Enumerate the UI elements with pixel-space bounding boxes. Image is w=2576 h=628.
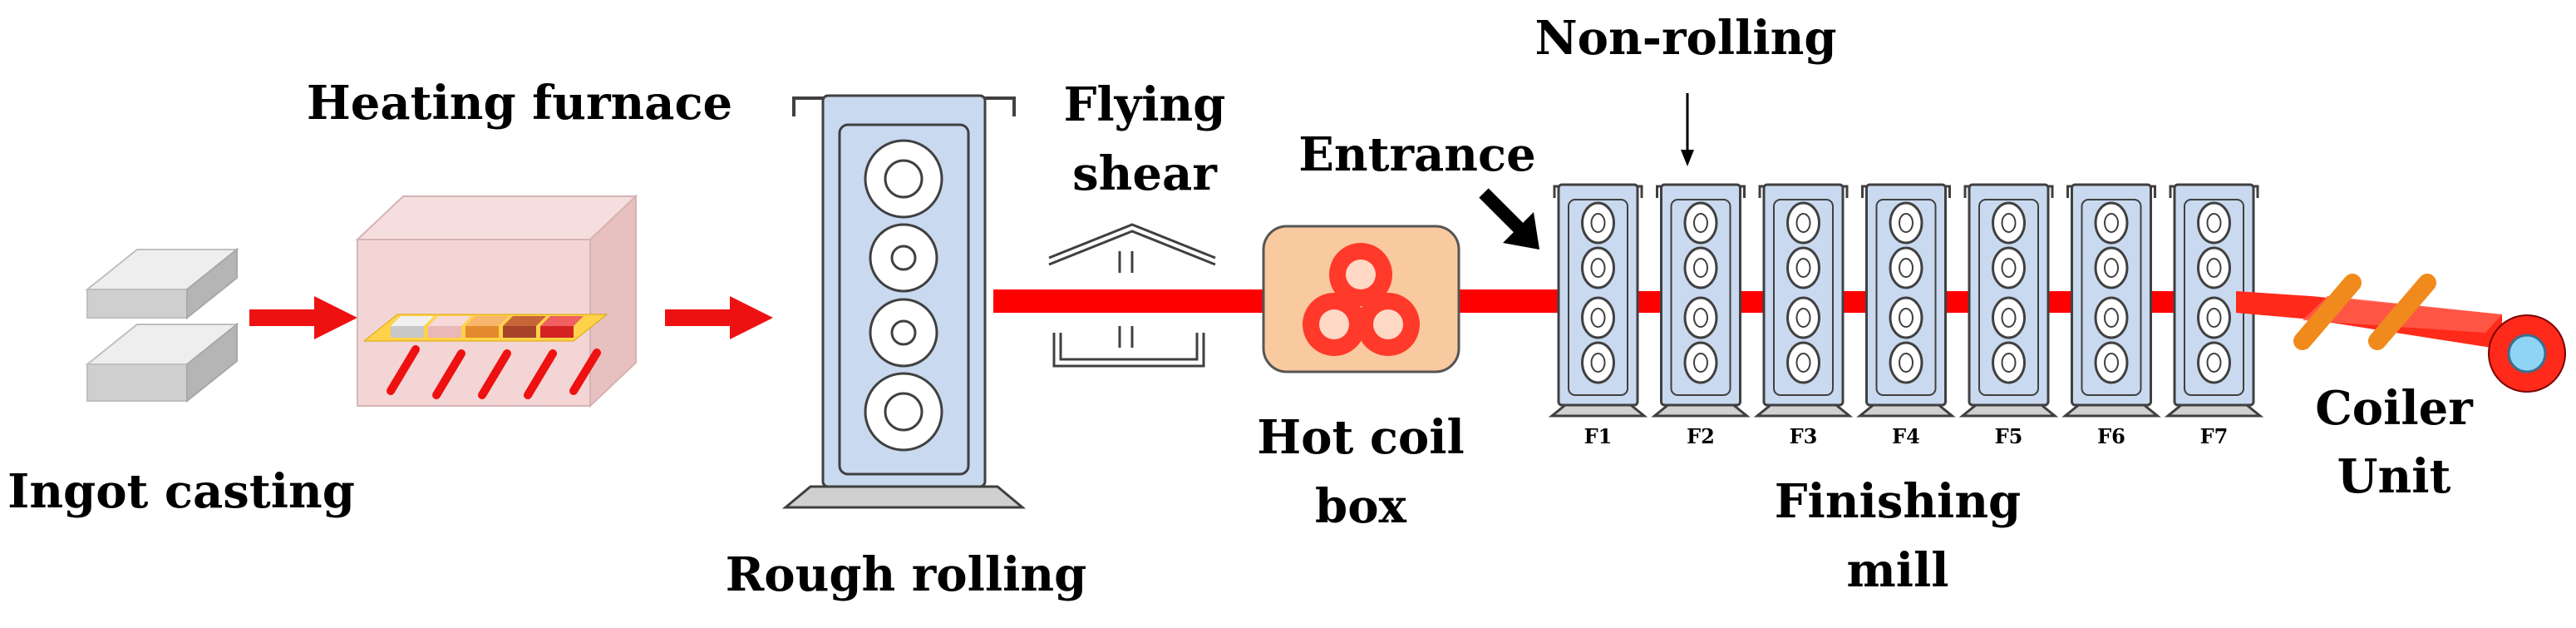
stand-label-f7: F7 <box>2200 424 2229 448</box>
stand-label-f2: F2 <box>1687 424 1715 448</box>
strip-2 <box>1459 289 1567 313</box>
coiler-icon <box>2293 274 2566 393</box>
label-finishing-mill-line1: Finishing <box>1775 474 2021 529</box>
label-flying-shear-line2: shear <box>1072 146 1218 201</box>
stand-label-f5: F5 <box>1995 424 2023 448</box>
slab-stack-icon <box>85 247 239 403</box>
label-rough-rolling: Rough rolling <box>726 547 1087 602</box>
stand-label-f4: F4 <box>1892 424 1920 448</box>
coil-box-icon <box>1262 225 1460 373</box>
shear-icon <box>1048 223 1216 368</box>
label-coiler-unit-line1: Coiler <box>2315 381 2474 436</box>
label-ingot-casting: Ingot casting <box>7 464 355 519</box>
mill-stand-icon <box>1548 183 1648 418</box>
non-rolling-arrow-icon <box>1681 93 1694 166</box>
flow-arrow-2 <box>665 296 773 339</box>
label-flying-shear-line1: Flying <box>1064 77 1226 132</box>
stand-label-f1: F1 <box>1584 424 1613 448</box>
label-heating-furnace: Heating furnace <box>307 76 732 131</box>
label-non-rolling: Non-rolling <box>1534 11 1836 66</box>
label-entrance: Entrance <box>1298 127 1536 182</box>
rough-mill-icon <box>781 94 1027 509</box>
entrance-arrow-icon <box>1479 188 1539 250</box>
stand-label-f6: F6 <box>2097 424 2125 448</box>
stand-label-f3: F3 <box>1790 424 1818 448</box>
mill-stand-icon <box>2061 183 2161 418</box>
label-hot-coil-box-line1: Hot coil <box>1257 410 1465 465</box>
flow-arrow-1 <box>249 296 357 339</box>
strip-1 <box>993 289 1280 313</box>
label-hot-coil-box-line2: box <box>1315 479 1407 534</box>
furnace-icon <box>355 194 638 408</box>
finishing-stands: F1 F2 F3 F4 F5 F6 F7 <box>1548 183 2264 448</box>
label-coiler-unit-line2: Unit <box>2337 449 2451 504</box>
mill-stand-icon <box>2164 183 2264 418</box>
mill-stand-icon <box>1651 183 1751 418</box>
mill-stand-icon <box>1753 183 1854 418</box>
label-finishing-mill-line2: mill <box>1846 543 1948 598</box>
mill-stand-icon <box>1958 183 2059 418</box>
mill-stand-icon <box>1856 183 1956 418</box>
